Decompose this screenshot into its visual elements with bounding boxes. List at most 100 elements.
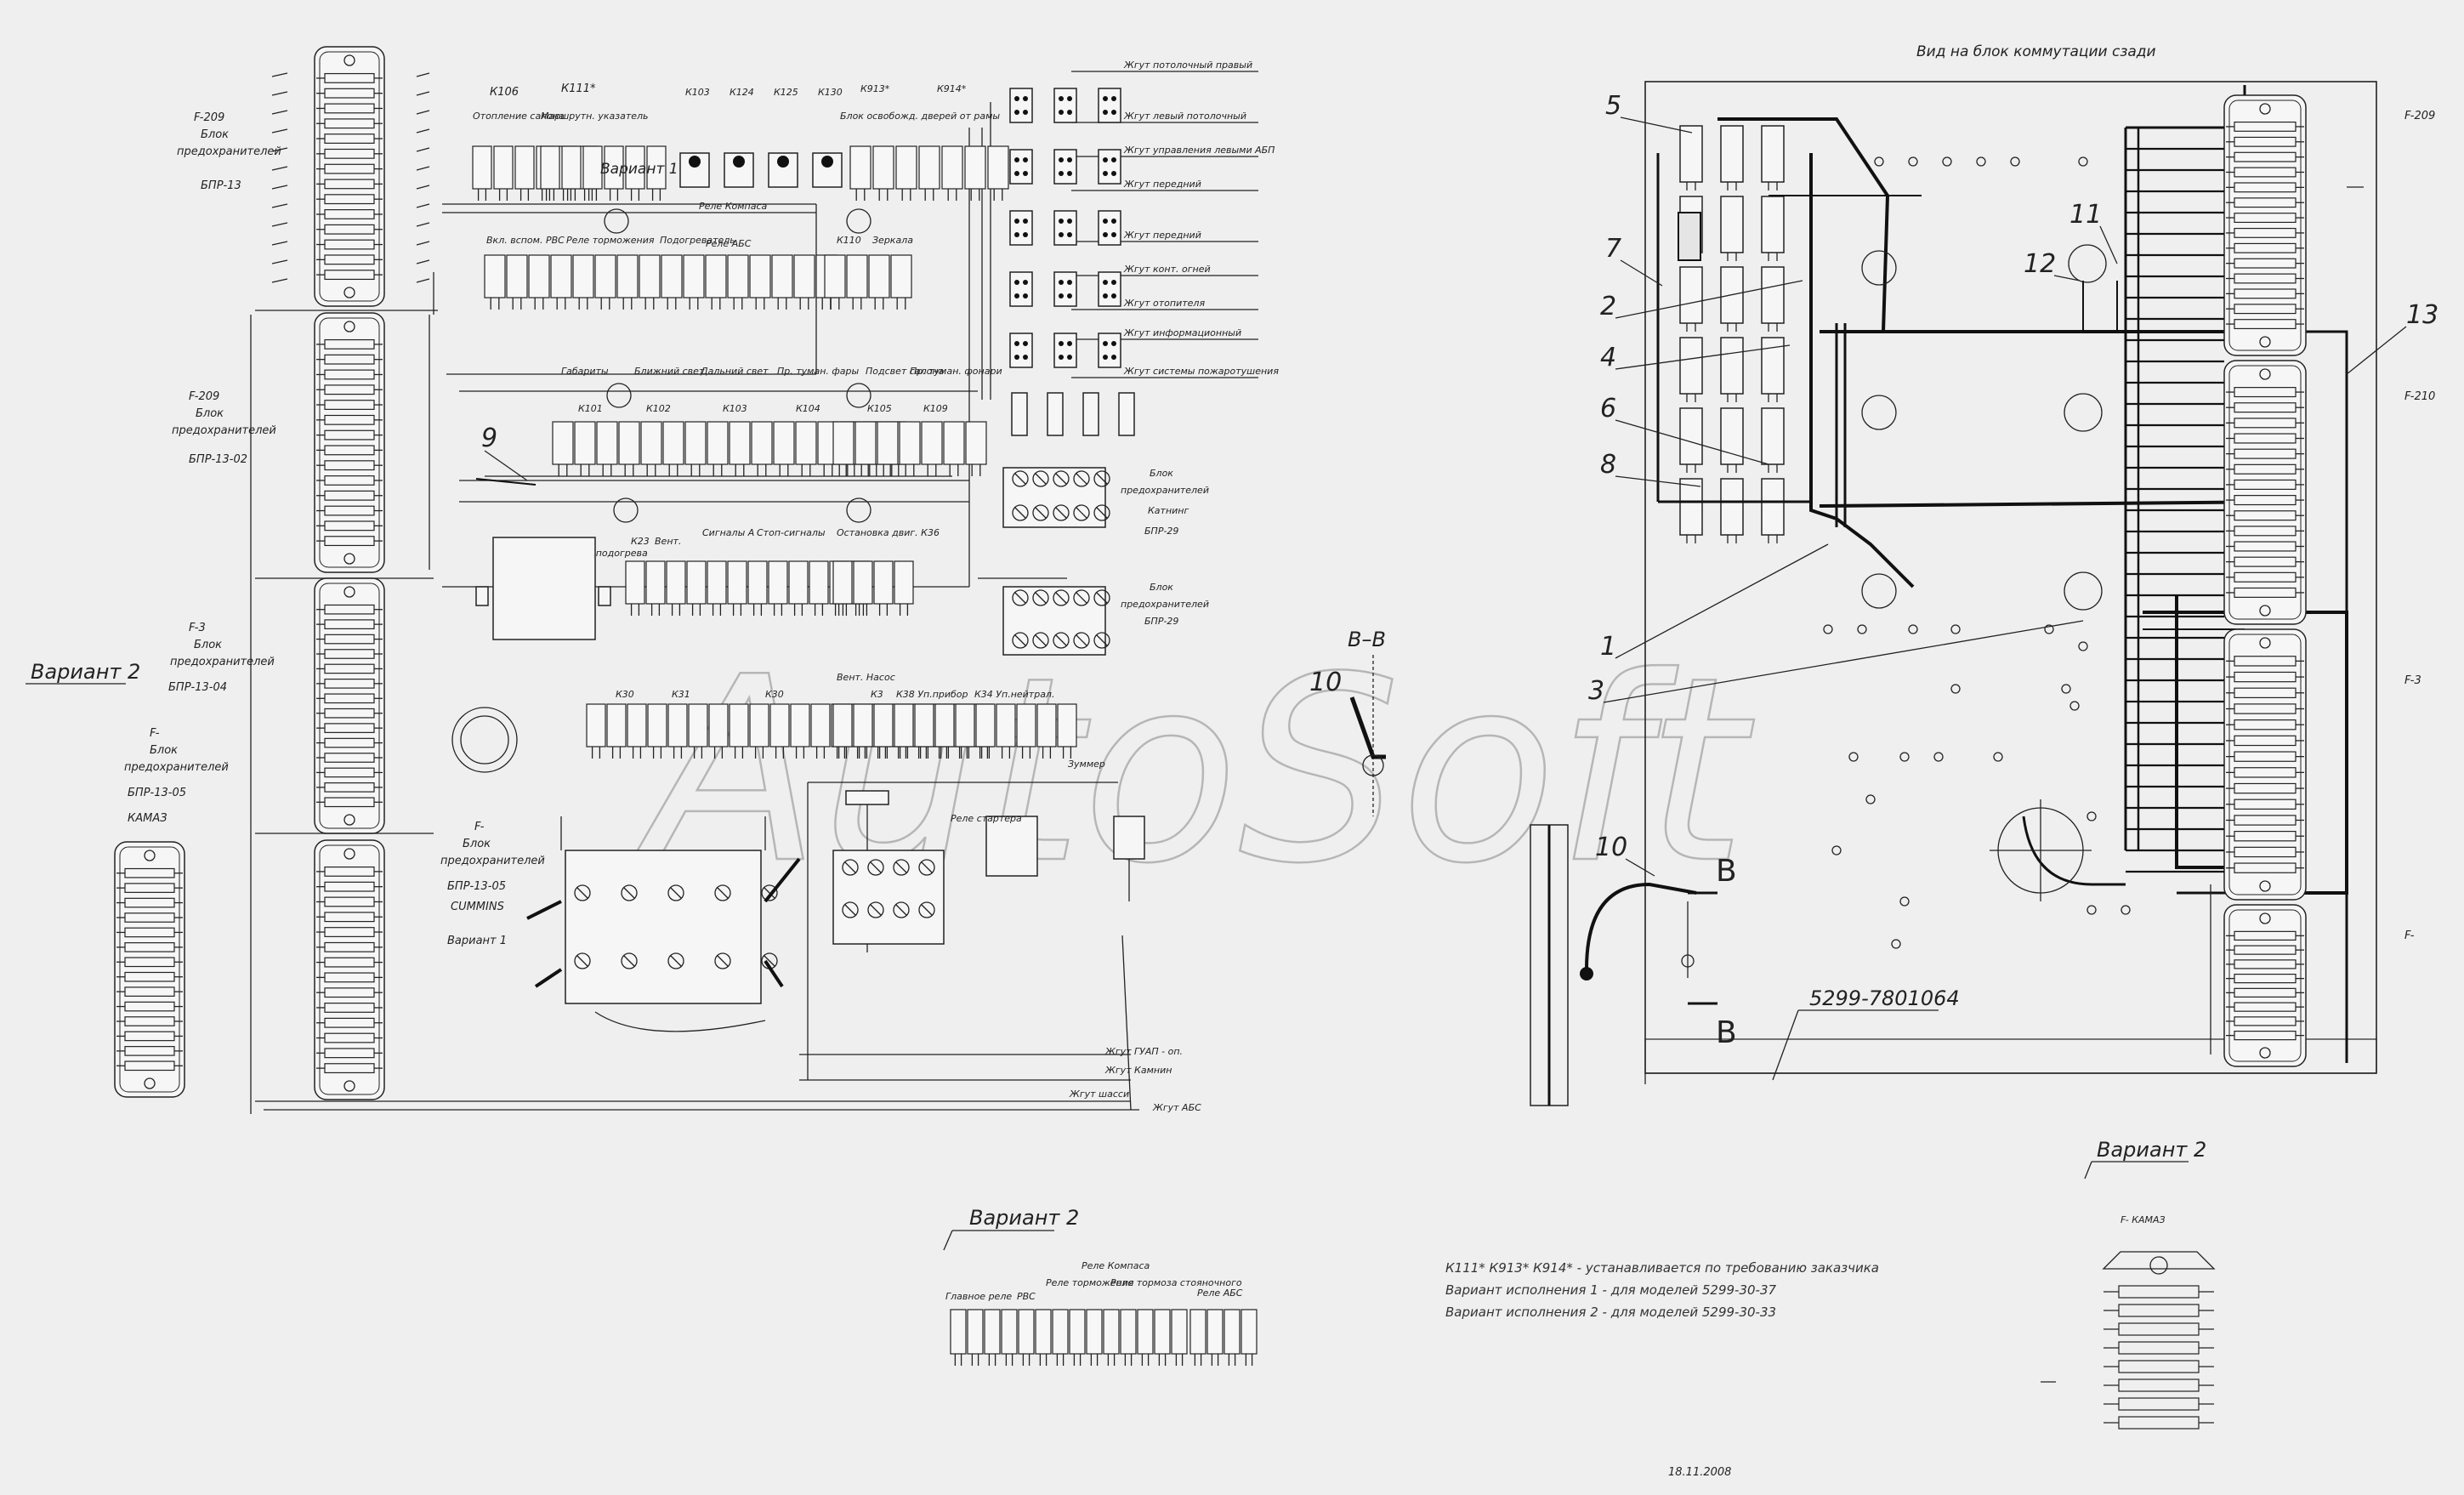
- svg-text:К111*: К111*: [561, 82, 596, 95]
- relay-row: [950, 1309, 1188, 1366]
- callout-4: 4: [1600, 343, 1616, 372]
- svg-text:Блок: Блок: [1150, 582, 1173, 593]
- relay-row: [484, 254, 837, 310]
- heater-relay-box: [451, 537, 611, 773]
- circuit-label: Жгут потолочный правый: [1123, 60, 1252, 71]
- fuse-column: [2223, 94, 2307, 356]
- fuse-block-label-1: F-209 Блок предохранителей БПР-13: [177, 111, 281, 192]
- svg-text:К914*: К914*: [937, 83, 967, 94]
- svg-text:Маршрутн. указатель: Маршрутн. указатель: [541, 111, 649, 122]
- svg-text:Катнинг: Катнинг: [1148, 505, 1189, 516]
- relay-row2-labels: Габариты Ближний свет Дальний свет Пр. т…: [561, 366, 1002, 414]
- relay-row: [824, 254, 912, 310]
- terminal-block-bottom: Блок предохранителей БПР-29: [1002, 582, 1209, 656]
- relay-row: [832, 703, 1077, 759]
- fuse-column: [2223, 628, 2307, 901]
- svg-text:Пр. туман. фары: Пр. туман. фары: [777, 366, 860, 377]
- circuit-label: Жгут левый потолочный: [1123, 111, 1246, 122]
- drawing-notes: К111* К913* К914* - устанавливается по т…: [1445, 1260, 1879, 1320]
- rear-fixtures: [1861, 244, 2107, 901]
- svg-text:К104: К104: [796, 403, 820, 414]
- svg-text:Реле торможения: Реле торможения: [566, 235, 655, 246]
- svg-text:РВС: РВС: [1017, 1291, 1036, 1302]
- svg-text:Блок: Блок: [196, 407, 224, 420]
- relay-row: [849, 145, 1009, 201]
- variant2-left-label: Вариант 2 F- Блок предохранителей БПР-13…: [26, 660, 229, 825]
- svg-text:Подогреватель: Подогреватель: [660, 235, 735, 246]
- svg-text:В–В: В–В: [1348, 628, 1386, 651]
- callout-10: 10: [1595, 833, 1627, 862]
- watermark-text: AutoSoft: [630, 622, 1757, 919]
- svg-text:Ближний свет: Ближний свет: [634, 366, 705, 377]
- svg-text:Габариты: Габариты: [561, 366, 609, 377]
- variant2-relays: Вариант 2 Главное реле РВС Реле торможен…: [943, 1206, 1258, 1366]
- svg-text:Вариант исполнения 2 - для мод: Вариант исполнения 2 - для моделей 5299-…: [1445, 1305, 1776, 1320]
- relay-row: [552, 421, 906, 476]
- svg-text:БПР-13-05: БПР-13-05: [128, 787, 186, 799]
- svg-text:Реле стартера: Реле стартера: [951, 813, 1022, 824]
- svg-text:CUMMINS: CUMMINS: [451, 901, 504, 913]
- svg-text:5299-7801064: 5299-7801064: [1809, 986, 1960, 1010]
- svg-text:Вариант 2: Вариант 2: [969, 1206, 1079, 1230]
- svg-text:Жгут ГУАП - оп.: Жгут ГУАП - оп.: [1104, 1046, 1183, 1057]
- callout-3: 3: [1588, 676, 1604, 706]
- svg-text:Реле тормоза стояночного: Реле тормоза стояночного: [1110, 1277, 1242, 1288]
- svg-text:Реле Компаса: Реле Компаса: [699, 201, 768, 212]
- callout-10-section: 10: [1309, 668, 1342, 697]
- svg-text:К34 Уп.нейтрал.: К34 Уп.нейтрал.: [974, 689, 1054, 700]
- drawing-date: 18.11.2008: [1668, 1466, 1731, 1479]
- section-marks: В–В В В 5299-7801064: [1348, 628, 1960, 1081]
- svg-text:БПР-29: БПР-29: [1144, 526, 1178, 537]
- fuse-column: [314, 312, 385, 573]
- svg-text:F-3: F-3: [2404, 674, 2421, 687]
- callout-5: 5: [1605, 91, 1621, 121]
- svg-text:БПР-13-02: БПР-13-02: [189, 453, 247, 466]
- svg-text:Реле АБС: Реле АБС: [706, 238, 752, 249]
- svg-text:К3: К3: [871, 689, 883, 700]
- svg-text:предохранителей: предохранителей: [1121, 485, 1209, 496]
- relay-row: [1189, 1309, 1258, 1366]
- callout-12: 12: [2024, 249, 2056, 279]
- svg-text:Блок: Блок: [463, 838, 491, 850]
- svg-text:Вид на блок коммутации сзади: Вид на блок коммутации сзади: [1916, 43, 2156, 60]
- svg-text:предохранителей: предохранителей: [124, 761, 229, 774]
- svg-text:К109: К109: [923, 403, 948, 414]
- svg-text:В: В: [1716, 1015, 1737, 1050]
- svg-text:Отопление салона: Отопление салона: [473, 111, 565, 122]
- circuit-label: Жгут передний: [1123, 179, 1201, 190]
- svg-text:БПР-13-04: БПР-13-04: [168, 681, 227, 694]
- fuse-column: [2223, 904, 2307, 1067]
- fuse-block-label-2: F-209 Блок предохранителей БПР-13-02: [172, 390, 276, 466]
- svg-text:Реле торможения: Реле торможения: [1046, 1277, 1134, 1288]
- svg-text:предохранителей: предохранителей: [172, 424, 276, 437]
- svg-text:БПР-29: БПР-29: [1144, 616, 1178, 627]
- svg-text:предохранителей: предохранителей: [177, 145, 281, 158]
- svg-text:Блок: Блок: [150, 744, 178, 757]
- svg-text:К105: К105: [867, 403, 892, 414]
- svg-text:Блок: Блок: [201, 128, 229, 141]
- callout-6: 6: [1600, 394, 1616, 423]
- rear-relay-grid: [1678, 125, 1785, 543]
- relay-row4-labels: К30 К31 К30 Вент. Насос К3 К38 Уп.прибор…: [616, 672, 1054, 700]
- rear-fuse-columns: [2126, 94, 2307, 1067]
- svg-text:Главное реле: Главное реле: [945, 1291, 1012, 1302]
- variant2-left-fuse: [114, 841, 185, 1098]
- rear-view-panel: Вид на блок коммутации сзади: [1644, 43, 2377, 1084]
- circuit-label: Жгут системы пожаротушения: [1123, 366, 1279, 377]
- svg-text:К106: К106: [490, 86, 519, 99]
- relay-row: [540, 145, 667, 201]
- terminal-block-top: Блок предохранителей Катнинг БПР-29: [1002, 467, 1209, 537]
- circuit-label: Жгут информационный: [1123, 327, 1241, 338]
- fuse-column: [314, 577, 385, 834]
- callout-2: 2: [1600, 292, 1616, 321]
- svg-text:Вариант 1: Вариант 1: [600, 161, 678, 178]
- callout-11: 11: [2069, 200, 2102, 230]
- mounting-holes: [1823, 156, 2131, 949]
- svg-text:К103: К103: [685, 87, 710, 98]
- svg-text:F-209: F-209: [2404, 110, 2435, 122]
- fuse-column: [314, 839, 385, 1100]
- svg-text:Вариант 1: Вариант 1: [447, 935, 507, 947]
- svg-text:К23: К23: [631, 536, 650, 547]
